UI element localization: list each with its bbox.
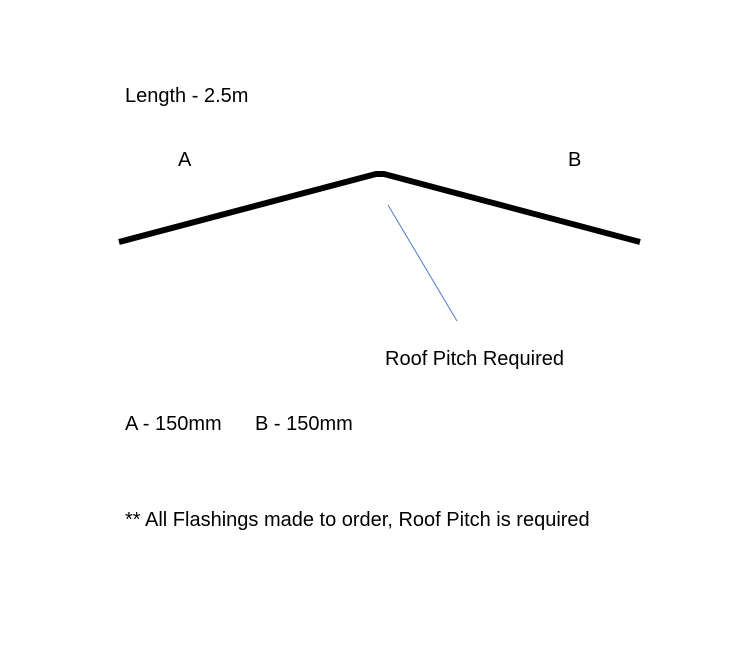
dimension-a-label: A - 150mm [125, 413, 222, 435]
side-a-label: A [178, 149, 192, 171]
dimension-b-label: B - 150mm [255, 413, 353, 435]
length-label: Length - 2.5m [125, 85, 249, 107]
roof-pitch-label: Roof Pitch Required [385, 348, 564, 370]
side-b-label: B [568, 149, 582, 171]
flashing-profile [118, 171, 641, 245]
order-note: ** All Flashings made to order, Roof Pit… [125, 509, 590, 531]
pitch-leader-line [387, 204, 458, 322]
